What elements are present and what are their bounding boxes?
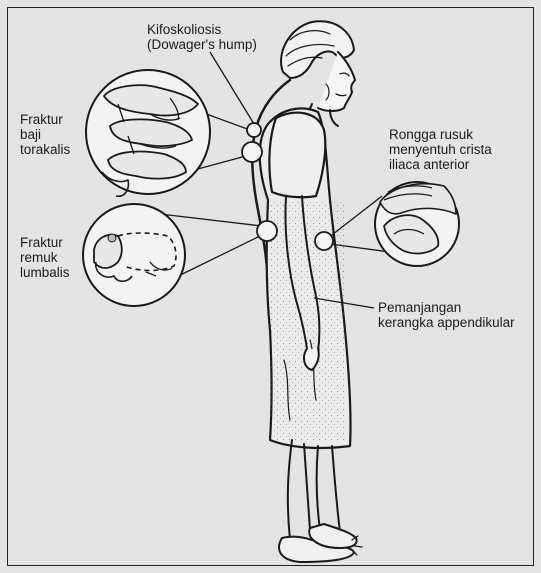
label-ribs-line3: iliaca anterior (389, 157, 492, 172)
label-appendicular-line2: kerangka appendikular (378, 315, 515, 330)
leader-kyphoscoliosis (210, 52, 254, 124)
label-lumbar-crush-fracture: Fraktur remuk lumbalis (20, 235, 70, 280)
marker-ribs (315, 232, 333, 250)
label-ribs-line1: Rongga rusuk (389, 127, 492, 142)
label-appendicular-line1: Pemanjangan (378, 300, 515, 315)
label-kyphoscoliosis-line1: Kifoskoliosis (147, 22, 257, 37)
marker-thoracic (242, 142, 262, 162)
label-kyphoscoliosis-line2: (Dowager's hump) (147, 37, 257, 52)
sleeve (269, 113, 325, 198)
label-kyphoscoliosis: Kifoskoliosis (Dowager's hump) (147, 22, 257, 52)
label-thoracic-line1: Fraktur (20, 112, 70, 127)
label-lumbar-line3: lumbalis (20, 265, 70, 280)
label-lumbar-line2: remuk (20, 250, 70, 265)
label-ribs-iliac-crest: Rongga rusuk menyentuh crista iliaca ant… (389, 127, 492, 172)
label-lumbar-line1: Fraktur (20, 235, 70, 250)
inset-thoracic-vertebrae (86, 70, 210, 196)
inset-lumbar-vertebra (83, 204, 185, 306)
marker-kyphosis (247, 123, 261, 137)
legs (288, 440, 340, 540)
label-appendicular-lengthening: Pemanjangan kerangka appendikular (378, 300, 515, 330)
inset-ribs-iliac-crest (375, 182, 459, 266)
elderly-woman-figure (252, 21, 362, 562)
label-thoracic-line3: torakalis (20, 142, 70, 157)
marker-lumbar (257, 221, 277, 241)
face (318, 52, 355, 111)
label-thoracic-wedge-fracture: Fraktur baji torakalis (20, 112, 70, 157)
label-thoracic-line2: baji (20, 127, 70, 142)
label-ribs-line2: menyentuh crista (389, 142, 492, 157)
